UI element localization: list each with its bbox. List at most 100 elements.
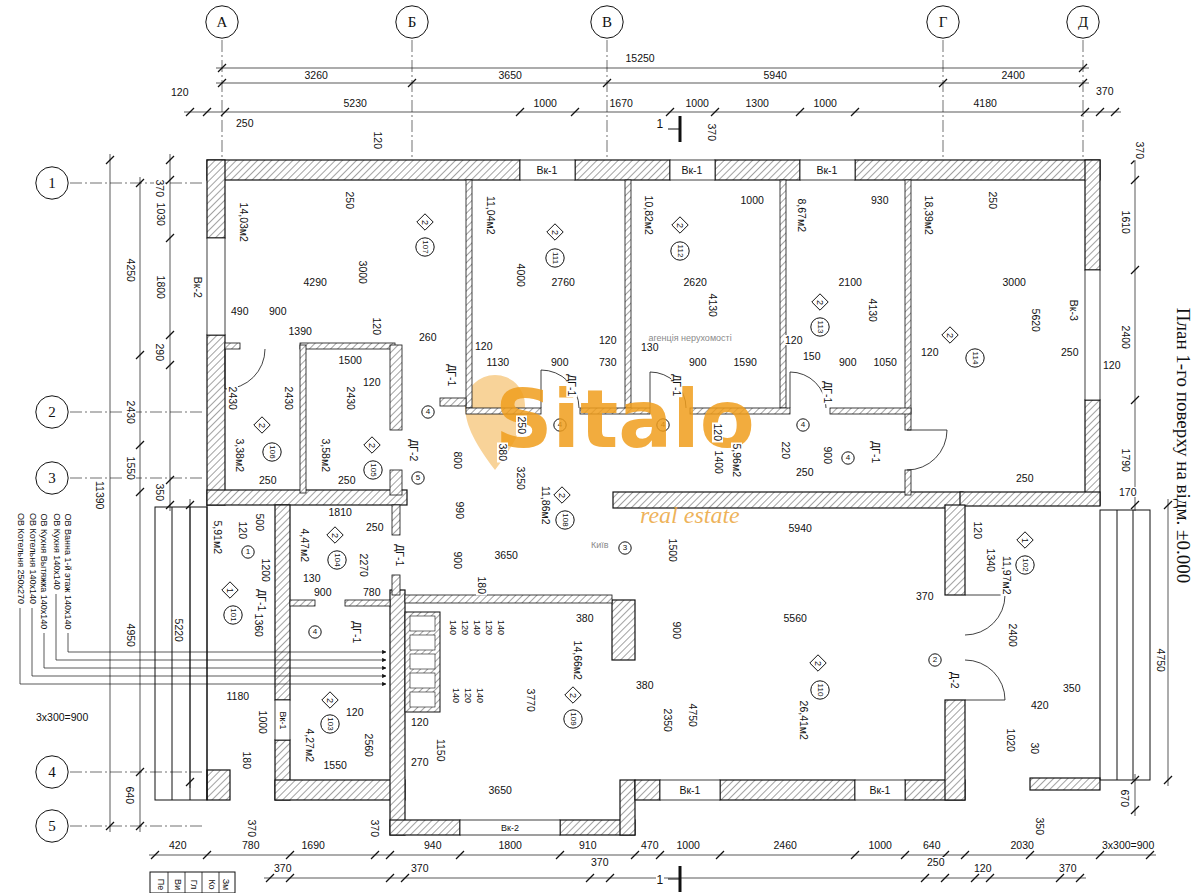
dimension-tick [221,108,229,116]
wall [960,492,1100,506]
dimension-label: 1590 [733,357,758,368]
dimension-tick [516,108,524,116]
node-text: 2 [367,442,376,447]
wall [207,160,225,238]
dimension-label: 900 [550,357,570,368]
door-swing [965,595,1005,635]
node-shape [811,681,829,699]
dimension-tick [711,108,719,116]
room-number: 101 [223,605,243,625]
dimension-label: 11,04м2 [485,194,496,235]
node-text: 4 [846,454,850,462]
dimension-label: 800 [453,450,464,470]
wall [575,160,670,180]
dimension-label: 1500 [338,355,363,366]
dimension-tick [186,778,194,786]
dimension-label: 4750 [687,702,698,727]
room-number: 103 [320,714,340,734]
node-text: 103 [326,717,334,730]
dimension-label: 250 [1060,347,1080,358]
door-mark: 2 [928,653,942,667]
dimension-label: 990 [455,500,466,520]
room-number: 105 [363,460,383,480]
node-shape [619,542,631,554]
dimension-label: 250 [926,857,946,868]
node-shape [591,6,623,38]
dimension-label: 1000 [868,840,893,851]
leader-line [32,608,386,676]
wall [620,780,635,835]
dimension-label: 370 [915,591,935,602]
node-shape [416,238,434,256]
partition [830,408,911,414]
dimension-label: 350 [1035,816,1046,836]
room-number: 108 [555,510,575,530]
dimension-label: 1790 [1120,447,1131,472]
dimension-label: 1810 [328,507,353,518]
dimension-label: 290 [155,342,166,362]
dimension-tick [631,851,639,859]
dimension-label: 4000 [515,262,526,287]
node-shape [254,417,270,433]
leader-line [68,633,386,652]
dimension-label: 11,86м2 [540,484,551,525]
node-shape [422,406,434,418]
dimension-label: 5620 [1030,307,1041,332]
node-shape [396,6,428,38]
dimension-tick [1026,851,1034,859]
dimension-label: 120 [784,335,804,346]
dimension-tick [921,874,929,882]
axis-line [607,40,608,158]
dimension-label: 15250 [625,53,656,64]
node-text: 105 [369,463,377,476]
axis-bubble: 3 [35,461,69,495]
dimension-tick [1131,806,1139,814]
dimension-label: 250 [258,475,278,486]
dimension-label: 120 [345,707,365,718]
floor-diamond: 2 [941,326,959,344]
door-mark: 3 [618,541,632,555]
node-shape [222,582,238,598]
node-shape [671,242,689,260]
dimension-label: 140 [451,686,460,703]
dimension-label: 1550 [323,760,348,771]
dimension-label: ДГ-1 [257,588,268,612]
dimension-label: 2430 [283,385,294,410]
dimension-label: 900 [313,587,333,598]
node-text: В [602,15,612,30]
axis-bubble: В [590,5,624,39]
axis-line [70,412,205,413]
dimension-label: 2400 [1120,324,1131,349]
watermark: real estate [639,503,741,527]
section-mark [668,129,680,130]
dimension-tick [386,874,394,882]
door-mark: 4 [796,418,810,432]
partition [392,575,400,595]
dimension-label: 370 [1058,863,1078,874]
axis-line [70,772,205,773]
watermark: агенція нерухомості [648,334,733,343]
dimension-label: 120 [598,335,618,346]
node-text: 2 [945,332,954,337]
dimension-label: 120 [713,422,724,442]
dimension-label: 140 [496,618,505,635]
dimension-label: 2430 [125,399,136,424]
dimension-label: 140 [448,618,457,635]
dimension-label: 1130 [486,357,511,368]
node-text: 2 [933,656,937,664]
window [670,160,715,180]
partition [392,505,400,535]
wall [390,590,405,835]
dimension-label: 4950 [125,622,136,647]
dimension-tick [1146,851,1154,859]
node-text: 4 [313,628,317,636]
dimension-label: 18,39м2 [923,194,934,235]
node-text: 5 [416,474,420,482]
dimension-tick [586,874,594,882]
node-shape [224,606,242,624]
floor-diamond: 2 [564,686,582,704]
dimension-label: 370 [707,122,718,142]
floor-diamond: 1 [1016,531,1034,549]
node-shape [36,462,68,494]
node-text: 1 [225,587,234,592]
